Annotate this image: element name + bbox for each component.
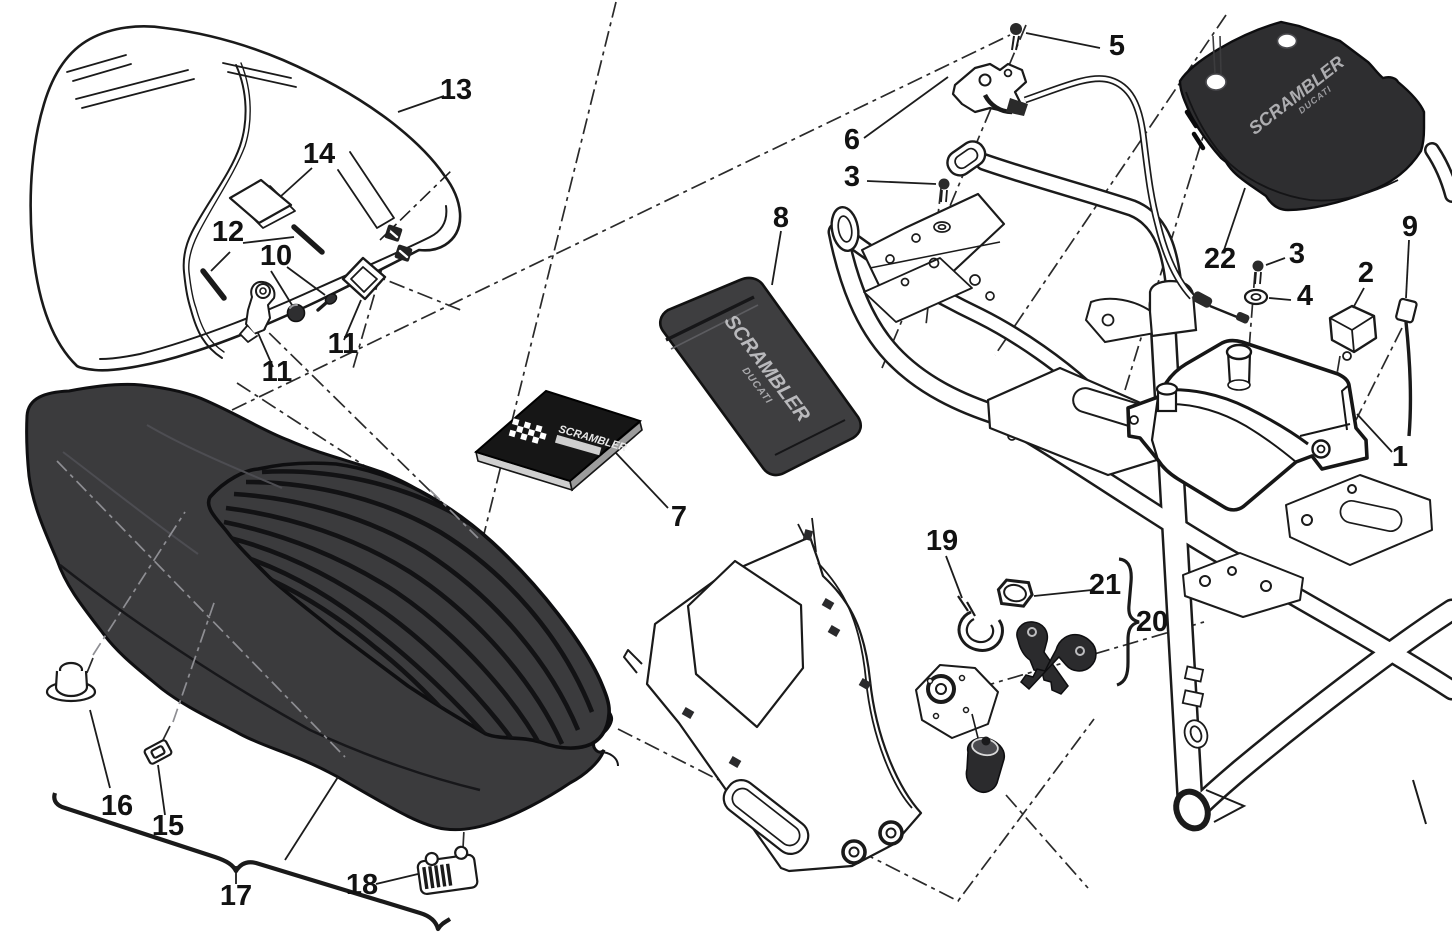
svg-text:8: 8 [773, 202, 789, 234]
svg-text:11: 11 [262, 356, 293, 388]
svg-text:7: 7 [671, 501, 687, 533]
svg-text:20: 20 [1136, 606, 1168, 638]
svg-text:16: 16 [101, 790, 133, 822]
svg-text:2: 2 [1358, 257, 1374, 289]
svg-text:10: 10 [260, 240, 292, 272]
svg-text:12: 12 [212, 216, 244, 248]
svg-text:13: 13 [440, 74, 472, 106]
svg-text:9: 9 [1402, 211, 1418, 243]
svg-text:3: 3 [844, 161, 860, 193]
svg-text:17: 17 [220, 880, 252, 912]
svg-text:4: 4 [1297, 280, 1313, 312]
svg-text:21: 21 [1089, 569, 1121, 601]
svg-text:15: 15 [152, 810, 184, 842]
svg-text:11: 11 [328, 328, 359, 360]
svg-text:3: 3 [1289, 238, 1305, 270]
svg-text:6: 6 [844, 124, 860, 156]
svg-text:18: 18 [346, 869, 378, 901]
svg-text:1: 1 [1392, 441, 1408, 473]
svg-text:14: 14 [303, 138, 335, 170]
svg-text:19: 19 [926, 525, 958, 557]
svg-text:22: 22 [1204, 243, 1236, 275]
svg-text:5: 5 [1109, 30, 1125, 62]
